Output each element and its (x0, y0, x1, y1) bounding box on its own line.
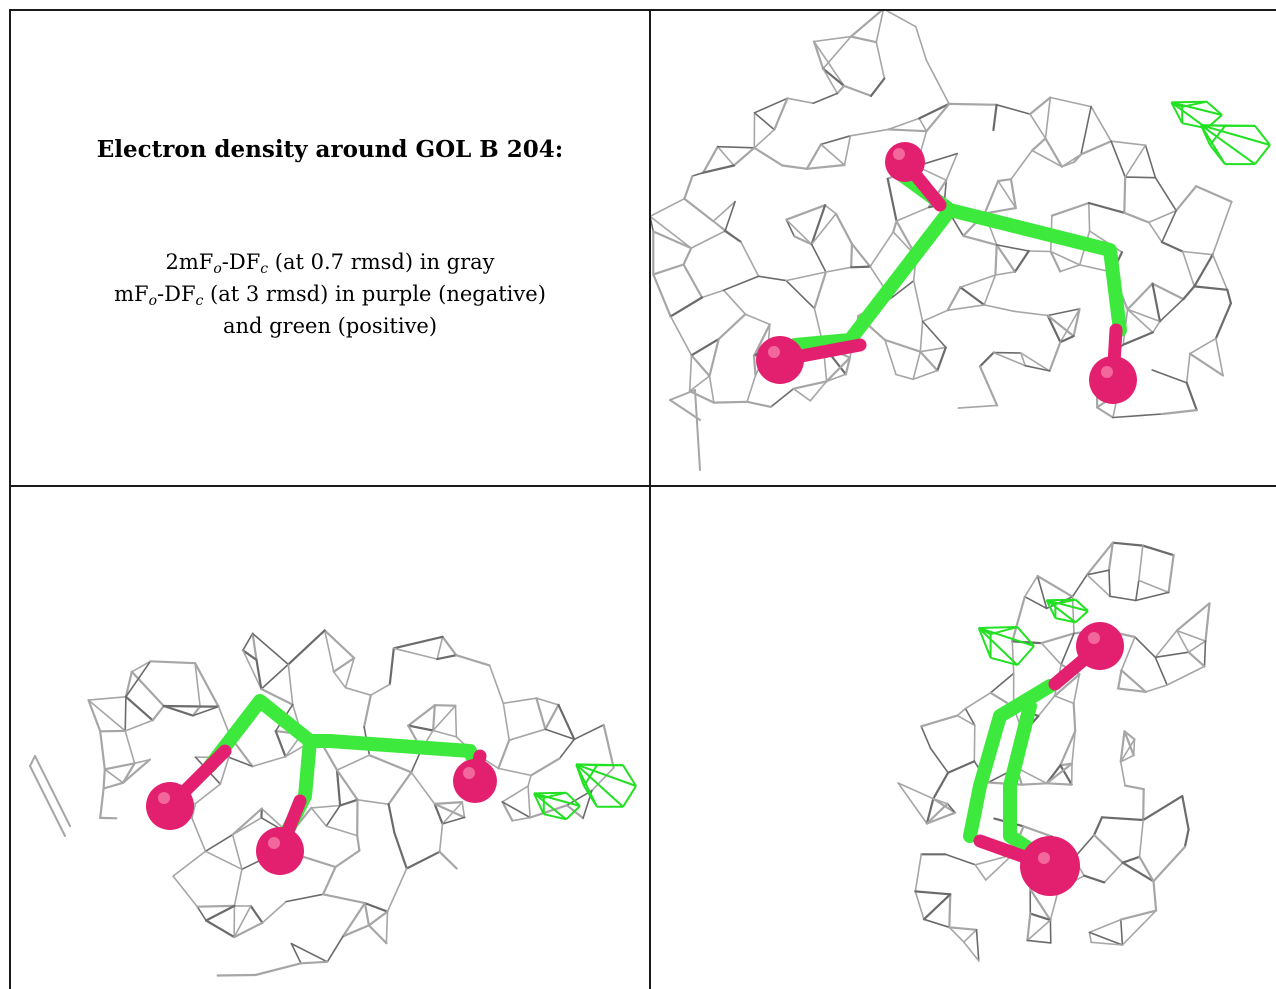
table-border-left (9, 9, 11, 989)
figure-title: Electron density around GOL B 204: (96, 136, 564, 163)
table-border-center (649, 9, 651, 989)
legend-2-sub2: c (195, 293, 204, 309)
legend-2-sub1: o (148, 293, 158, 309)
ligand-model (756, 142, 1137, 404)
legend-2-pre: mF (114, 282, 149, 306)
density-render-2 (29, 629, 637, 977)
legend-1-sub1: o (213, 261, 222, 277)
density-render-1 (650, 10, 1271, 471)
legend-line-2fofc: 2mFo-DFc (at 0.7 rmsd) in gray (10, 246, 650, 278)
ligand-model (963, 622, 1124, 896)
legend-1-post: (at 0.7 rmsd) in gray (268, 250, 495, 274)
green-difference-mesh (1170, 100, 1271, 166)
caption-legend: 2mFo-DFc (at 0.7 rmsd) in gray mFo-DFc (… (10, 246, 650, 342)
density-view-bottom-right (650, 486, 1276, 989)
table-border-top (9, 9, 1276, 11)
legend-2-post: (at 3 rmsd) in purple (negative) (203, 282, 546, 306)
legend-1-pre: 2mF (165, 250, 214, 274)
green-difference-mesh (533, 763, 637, 821)
density-view-bottom-left (10, 486, 649, 989)
green-difference-mesh (977, 598, 1089, 666)
density-render-3 (897, 541, 1211, 962)
caption-panel: Electron density around GOL B 204: 2mFo-… (10, 0, 650, 500)
table-border-middle (9, 485, 1276, 487)
legend-1-sub2: c (260, 261, 269, 277)
density-view-top-right (650, 10, 1276, 485)
gray-mesh (650, 10, 1233, 471)
legend-2-mid: -DF (157, 282, 196, 306)
ligand-model (146, 694, 497, 875)
legend-line-fofc: mFo-DFc (at 3 rmsd) in purple (negative) (10, 278, 650, 310)
legend-line-positive: and green (positive) (222, 314, 438, 338)
legend-1-mid: -DF (221, 250, 261, 274)
gray-mesh (29, 629, 615, 977)
